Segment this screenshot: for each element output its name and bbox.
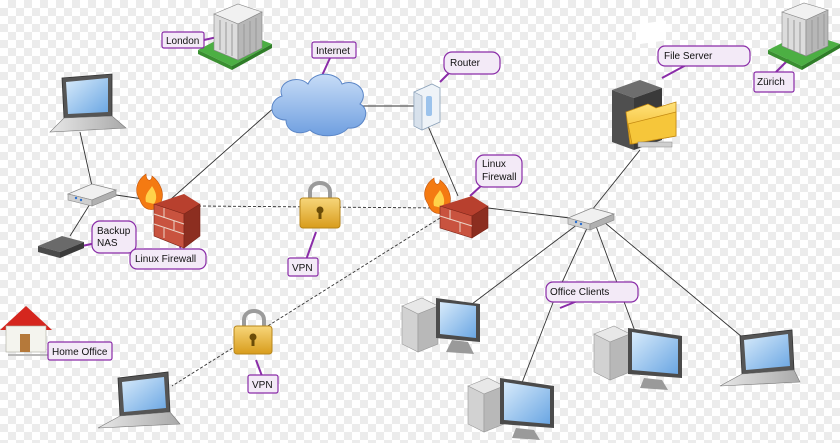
label-backup-nas-line1: Backup (97, 226, 131, 237)
link-switch-client2b (519, 299, 555, 389)
link-switch-client3 (595, 225, 637, 335)
home-icon (0, 306, 52, 356)
label-home-office: Home Office (52, 347, 108, 358)
switch-right-icon (566, 207, 616, 231)
link-switch-client4 (603, 221, 749, 343)
laptop-top-left-icon (49, 73, 127, 133)
office-laptop-icon (719, 329, 801, 387)
internet-cloud-icon (271, 73, 367, 137)
label-london: London (166, 36, 199, 47)
laptop-bottom-left-icon (97, 371, 181, 429)
label-router: Router (450, 58, 481, 69)
callout-zurich: Zürich (753, 71, 795, 93)
link-firewall-internet (169, 105, 277, 201)
callout-router: Router (443, 51, 501, 75)
link-switch-client1 (471, 223, 579, 305)
callout-linux-firewall-right: Linux Firewall (475, 154, 523, 188)
file-server-icon (612, 20, 677, 150)
callout-office-clients: Office Clients (545, 281, 639, 303)
router-icon (413, 83, 441, 131)
callout-vpn-top: VPN (287, 257, 319, 277)
label-linux-firewall-right-line1: Linux (482, 159, 506, 170)
label-linux-firewall-right-line2: Firewall (482, 172, 516, 183)
pointer-linux-fw-right (469, 184, 483, 197)
link-laptop-switch (79, 131, 93, 187)
link-router-firewall (427, 125, 459, 197)
pointer-vpn-top (305, 231, 317, 261)
label-backup-nas-line2: NAS (97, 238, 118, 249)
callout-file-server: File Server (657, 45, 751, 67)
lock-bottom-icon (233, 309, 273, 355)
firewall-left-icon (136, 173, 201, 249)
label-linux-firewall-left: Linux Firewall (135, 254, 196, 265)
callout-linux-firewall-left: Linux Firewall (129, 248, 207, 270)
callout-internet: Internet (311, 41, 357, 59)
callout-home-office: Home Office (47, 341, 113, 361)
callouts: London Internet Router File Server Züric… (47, 31, 795, 394)
label-zurich: Zürich (757, 77, 785, 88)
callout-vpn-bottom: VPN (247, 374, 279, 394)
label-file-server: File Server (664, 51, 713, 62)
office-client-1-icon (401, 297, 480, 354)
callout-london: London (161, 31, 205, 49)
firewall-right-icon (424, 177, 489, 239)
office-client-3-icon (593, 325, 682, 390)
vpn-tunnel-bottom (171, 217, 441, 387)
office-client-2-icon (467, 377, 554, 440)
london-building-icon (198, 3, 272, 70)
link-switch-nas (69, 203, 91, 237)
label-office-clients: Office Clients (550, 287, 609, 298)
callout-backup-nas: Backup NAS (91, 220, 137, 254)
nas-icon (38, 236, 84, 258)
pointer-vpn-bottom (255, 359, 263, 377)
zurich-building-icon (768, 2, 840, 70)
label-vpn-top: VPN (292, 263, 313, 274)
link-switch-fileserver (591, 149, 641, 211)
switch-left-icon (66, 183, 118, 207)
folder-icon (625, 20, 677, 145)
link-firewall-switch (487, 207, 571, 219)
lock-top-icon (299, 181, 341, 229)
label-vpn-bottom: VPN (252, 380, 273, 391)
label-internet: Internet (316, 46, 350, 57)
